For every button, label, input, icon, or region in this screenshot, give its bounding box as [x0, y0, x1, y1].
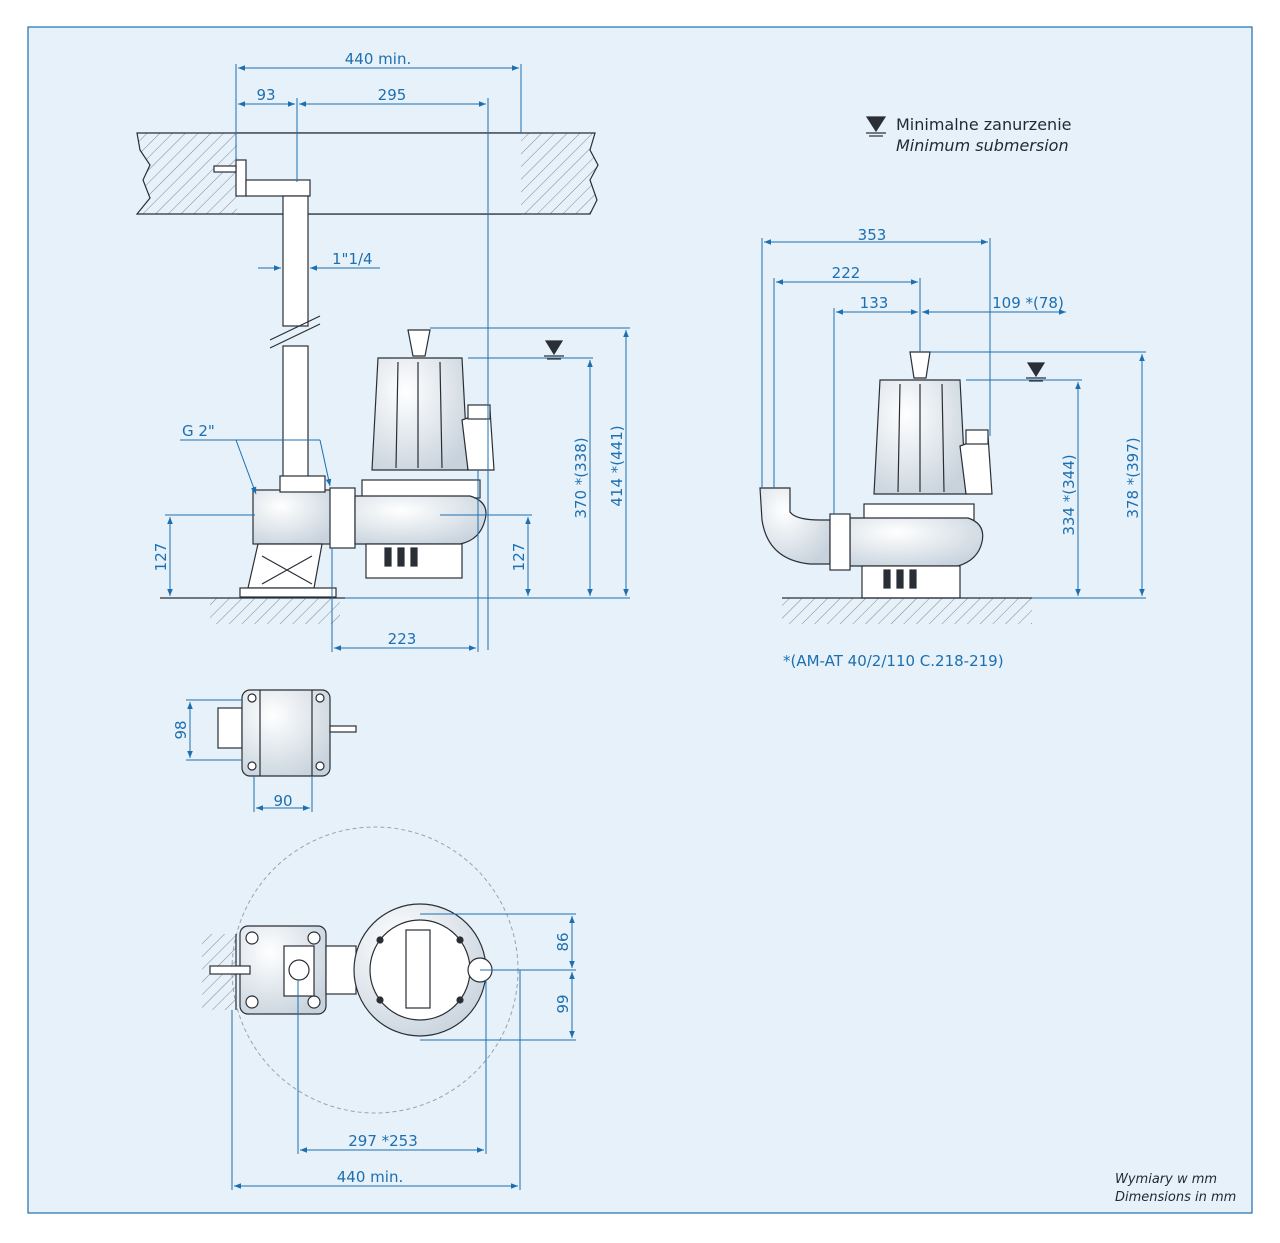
dim-440-top: 440 min.: [345, 50, 411, 68]
units-label-en: Dimensions in mm: [1115, 1190, 1236, 1205]
legend-label-pl: Minimalne zanurzenie: [896, 115, 1071, 134]
legend-label-en: Minimum submersion: [896, 136, 1069, 155]
level-symbol-left-icon: [544, 340, 564, 360]
left-elevation-view: 440 min. 93 295 1"1/4 G 2" 127 127 370 *…: [135, 50, 630, 652]
dim-pipe: 1"1/4: [332, 250, 373, 268]
min-submersion-symbol-icon: [865, 116, 887, 137]
legend: Minimalne zanurzenie Minimum submersion: [865, 115, 1071, 155]
top-plan-view: 86 99 297 *253 440 min.: [202, 826, 576, 1190]
dim-353: 353: [858, 226, 887, 244]
guide-pipe: [269, 195, 321, 482]
dim-297: 297 *253: [348, 1132, 418, 1150]
dim-93: 93: [256, 86, 275, 104]
dim-thread: G 2": [182, 422, 215, 440]
dim-222: 222: [832, 264, 861, 282]
floor-left: [210, 598, 340, 624]
dim-295: 295: [378, 86, 407, 104]
right-elevation-view: 353 222 133 109 *(78) 334 *(344) 378 *(3…: [759, 226, 1146, 670]
dim-127-left: 127: [152, 543, 170, 572]
dim-86: 86: [554, 932, 572, 951]
floor-right: [782, 598, 1032, 624]
foot-plan-view: 98 90: [172, 689, 357, 812]
dim-334: 334 *(344): [1060, 454, 1078, 535]
pump-body-left: [354, 329, 495, 579]
dim-378: 378 *(397): [1124, 437, 1142, 518]
dim-90: 90: [273, 792, 292, 810]
dim-414: 414 *(441): [608, 425, 626, 506]
units-label-pl: Wymiary w mm: [1115, 1172, 1217, 1187]
dim-223: 223: [388, 630, 417, 648]
dim-370: 370 *(338): [572, 437, 590, 518]
dim-440-bottom: 440 min.: [337, 1168, 403, 1186]
left-dimension-lines: [165, 64, 630, 652]
level-symbol-right-icon: [1026, 362, 1046, 382]
dim-109: 109 *(78): [992, 294, 1064, 312]
pump-body-right: [759, 351, 993, 599]
dim-99: 99: [554, 994, 572, 1013]
dim-133: 133: [860, 294, 889, 312]
model-note: *(AM-AT 40/2/110 C.218-219): [783, 652, 1004, 670]
dim-127-right: 127: [510, 543, 528, 572]
duck-foot-base: [239, 475, 356, 598]
ceiling-bracket: [213, 159, 311, 197]
dim-98: 98: [172, 720, 190, 739]
